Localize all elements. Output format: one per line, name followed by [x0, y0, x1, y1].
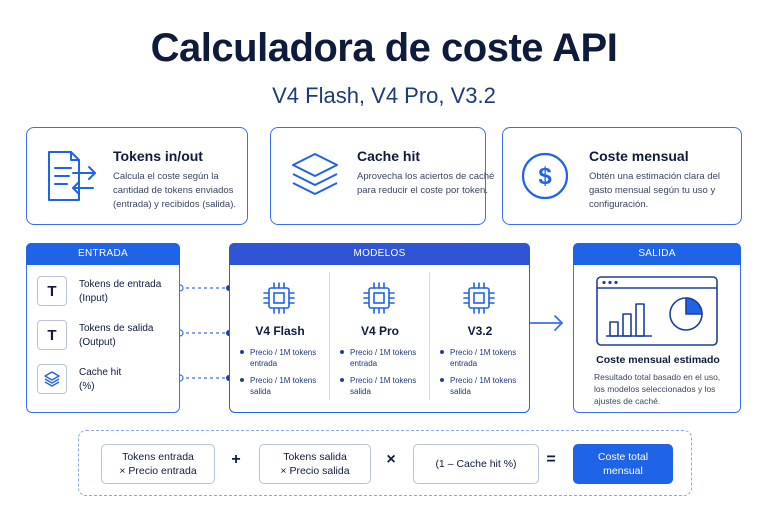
model-name: V3.2	[467, 324, 493, 338]
dollar-circle-icon: $	[517, 146, 577, 206]
svg-text:$: $	[538, 163, 552, 190]
input-label: Tokens de salida	[79, 323, 154, 334]
modelos-header: MODELOS	[229, 243, 530, 265]
chip-icon	[359, 278, 399, 318]
card-description: Obtén una estimación clara del gasto men…	[589, 171, 720, 210]
model-price-input: Precio / 1M tokens entrada	[240, 347, 326, 369]
card-cache: Cache hit Aprovecha los aciertos de cach…	[270, 127, 494, 225]
card-title: Coste mensual	[589, 148, 689, 164]
formula-result-line: mensual	[603, 465, 643, 477]
card-monthly: $ Coste mensual Obtén una estimación cla…	[502, 127, 742, 225]
arrow-right-icon	[529, 315, 564, 331]
formula-term-line: Tokens entrada	[122, 451, 194, 463]
text-icon: T	[37, 276, 67, 306]
model-price-input: Precio / 1M tokens entrada	[440, 347, 526, 369]
formula-bar: Tokens entrada × Precio entrada + Tokens…	[78, 430, 692, 496]
divider	[329, 272, 330, 400]
entrada-panel: ENTRADA T Tokens de entrada (Input) T To…	[26, 243, 180, 413]
input-tokens-entrada[interactable]: T Tokens de entrada (Input)	[37, 276, 197, 312]
card-title: Tokens in/out	[113, 148, 203, 164]
formula-term-line: × Precio salida	[280, 465, 350, 477]
text-icon: T	[37, 320, 67, 350]
card-description: Calcula el coste según la cantidad de to…	[113, 171, 237, 210]
input-tokens-salida[interactable]: T Tokens de salida (Output)	[37, 320, 197, 356]
salida-description: Resultado total basado en el uso, los mo…	[594, 372, 721, 406]
model-v3-2[interactable]: V3.2 Precio / 1M tokens entrada Precio /…	[430, 272, 530, 407]
input-sublabel: (Input)	[79, 293, 108, 304]
model-v4-flash[interactable]: V4 Flash Precio / 1M tokens entrada Prec…	[230, 272, 330, 407]
input-label: Cache hit	[79, 367, 122, 378]
card-tokens: Tokens in/out Calcula el coste según la …	[26, 127, 248, 225]
formula-result-line: Coste total	[597, 451, 649, 463]
model-price-output: Precio / 1M tokens salida	[340, 375, 426, 397]
input-label: Tokens de entrada	[79, 279, 162, 290]
divider	[429, 272, 430, 400]
page-title: Calculadora de coste API	[150, 26, 618, 70]
formula-term-line: × Precio entrada	[119, 465, 197, 477]
multiply-operator: ×	[386, 451, 396, 468]
formula-term-cache: (1 – Cache hit %)	[413, 444, 539, 484]
formula-term-input: Tokens entrada × Precio entrada	[101, 444, 215, 484]
salida-title: Coste mensual estimado	[596, 354, 720, 366]
card-title: Cache hit	[357, 148, 421, 164]
modelos-panel: MODELOS V4 Flash Precio / 1M tokens entr…	[229, 243, 530, 413]
salida-header: SALIDA	[573, 243, 741, 265]
model-price-output: Precio / 1M tokens salida	[240, 375, 326, 397]
formula-result: Coste total mensual	[573, 444, 673, 484]
equals-operator: =	[546, 451, 556, 468]
model-name: V4 Pro	[360, 324, 399, 338]
input-sublabel: (%)	[79, 381, 95, 392]
chip-icon	[459, 278, 499, 318]
document-arrows-icon	[41, 146, 101, 206]
model-price-input: Precio / 1M tokens entrada	[340, 347, 426, 369]
input-sublabel: (Output)	[79, 337, 116, 348]
entrada-header: ENTRADA	[26, 243, 180, 265]
formula-term-line: Tokens salida	[283, 451, 347, 463]
chip-icon	[259, 278, 299, 318]
formula-term-output: Tokens salida × Precio salida	[259, 444, 371, 484]
layers-icon	[285, 146, 345, 206]
input-cache-hit[interactable]: Cache hit (%)	[37, 364, 197, 400]
model-name: V4 Flash	[255, 324, 305, 338]
dashboard-chart-icon	[596, 276, 718, 346]
layers-icon	[37, 364, 67, 394]
plus-operator: +	[231, 451, 241, 468]
model-v4-pro[interactable]: V4 Pro Precio / 1M tokens entrada Precio…	[330, 272, 430, 407]
page-subtitle: V4 Flash, V4 Pro, V3.2	[272, 83, 496, 108]
model-price-output: Precio / 1M tokens salida	[440, 375, 526, 397]
card-description: Aprovecha los aciertos de caché para red…	[357, 171, 495, 196]
salida-panel: SALIDA Coste mensual estimado Resultado …	[573, 243, 741, 413]
